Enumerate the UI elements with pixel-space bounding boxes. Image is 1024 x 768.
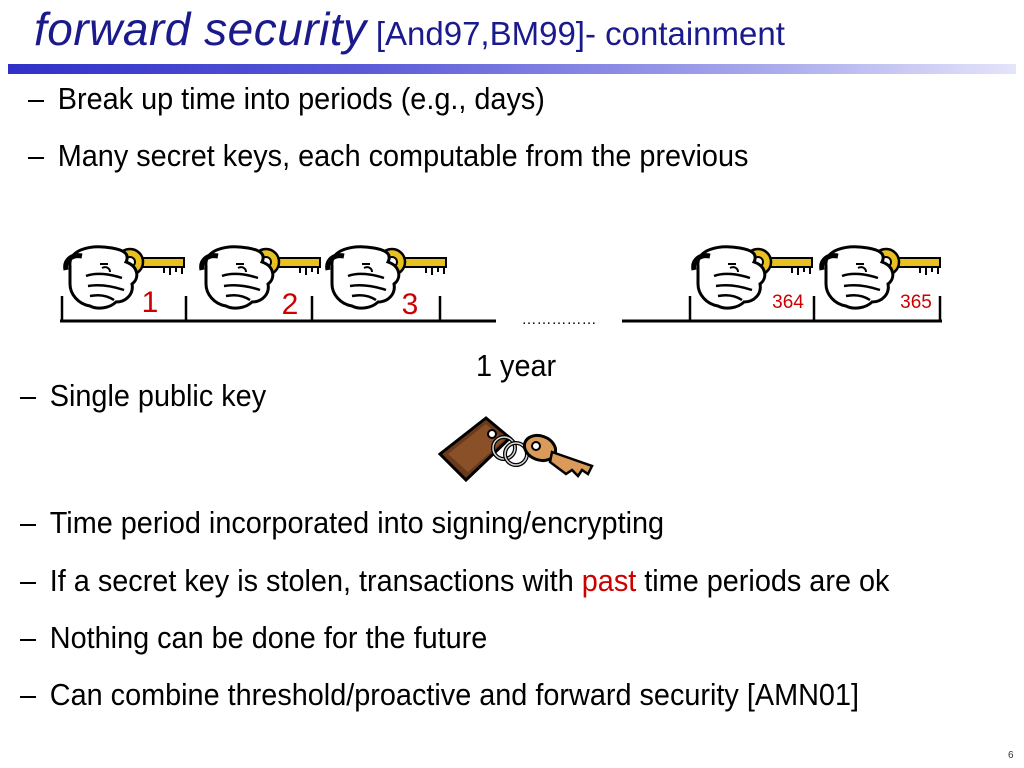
timeline-ellipsis: ……………	[522, 311, 597, 328]
bullet-combine: –Can combine threshold/proactive and for…	[20, 677, 859, 713]
key-ring-icon	[437, 416, 594, 483]
bullet-dash: –	[20, 378, 37, 413]
bullet-stolen-key: –If a secret key is stolen, transactions…	[20, 563, 889, 599]
period-number: 3	[402, 288, 419, 321]
bullet-public-key: –Single public key	[20, 378, 266, 414]
bullet-text: Time period incorporated into signing/en…	[49, 505, 665, 540]
hand-key-icon	[328, 247, 446, 308]
bullet-dash: –	[20, 620, 37, 655]
title-underline-bar	[8, 64, 1016, 74]
bullet-text: Many secret keys, each computable from t…	[57, 138, 749, 173]
bullet-many-keys: –Many secret keys, each computable from …	[28, 138, 748, 174]
bullet-dash: –	[20, 505, 37, 540]
bullet-dash: –	[28, 138, 45, 173]
bullet-accent-past: past	[581, 563, 637, 598]
bullet-text-after: time periods are ok	[636, 563, 890, 598]
hand-key-icon	[66, 247, 184, 308]
slide-number: 6	[1008, 750, 1014, 761]
bullet-text: Can combine threshold/proactive and forw…	[49, 677, 859, 712]
period-number: 365	[900, 292, 932, 313]
title-main: forward security	[34, 3, 367, 55]
bullet-future: –Nothing can be done for the future	[20, 620, 487, 656]
period-number: 1	[142, 286, 159, 319]
bullet-text: Break up time into periods (e.g., days)	[57, 81, 545, 116]
timeline-span-label: 1 year	[476, 348, 557, 383]
bullet-periods: –Break up time into periods (e.g., days)	[28, 81, 545, 117]
period-number: 364	[772, 292, 804, 313]
bullet-dash: –	[20, 563, 37, 598]
bullet-dash: –	[20, 677, 37, 712]
bullet-dash: –	[28, 81, 45, 116]
timeline-ticks	[60, 296, 942, 321]
bullet-text-before: If a secret key is stolen, transactions …	[49, 563, 582, 598]
title-citation: [And97,BM99]- containment	[366, 15, 785, 52]
period-number: 2	[282, 288, 299, 321]
bullet-text: Nothing can be done for the future	[49, 620, 488, 655]
bullet-text: Single public key	[49, 378, 267, 413]
key-timeline: 1 2 3 364 365 ……………	[60, 228, 1024, 328]
bullet-time-period: –Time period incorporated into signing/e…	[20, 505, 664, 541]
slide-title: forward security [And97,BM99]- containme…	[34, 2, 785, 64]
hand-key-icon	[202, 247, 320, 308]
